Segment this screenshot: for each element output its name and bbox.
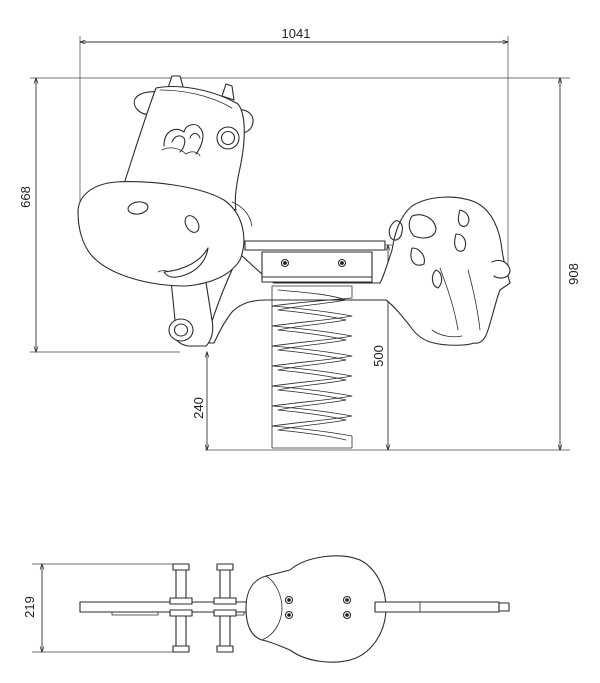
plan-view bbox=[32, 555, 510, 663]
dim-seat-height: 500 bbox=[371, 345, 386, 367]
dim-overall-height: 908 bbox=[566, 263, 581, 285]
dim-ground-clearance: 240 bbox=[191, 397, 206, 419]
seat-and-spring bbox=[244, 240, 386, 449]
handle-bar-right bbox=[213, 563, 237, 653]
dimension-lines bbox=[30, 36, 570, 450]
body-plan-outline bbox=[245, 555, 387, 663]
handle-knob-lower bbox=[168, 318, 194, 342]
cow-body bbox=[204, 196, 511, 346]
handle-bar-left bbox=[169, 563, 193, 653]
dimension-labels: 1041 668 908 500 240 219 bbox=[18, 26, 581, 618]
cow-head bbox=[77, 75, 254, 347]
dim-head-height: 668 bbox=[18, 186, 33, 208]
dim-overall-width: 1041 bbox=[282, 26, 311, 41]
dim-plan-width: 219 bbox=[22, 596, 37, 618]
